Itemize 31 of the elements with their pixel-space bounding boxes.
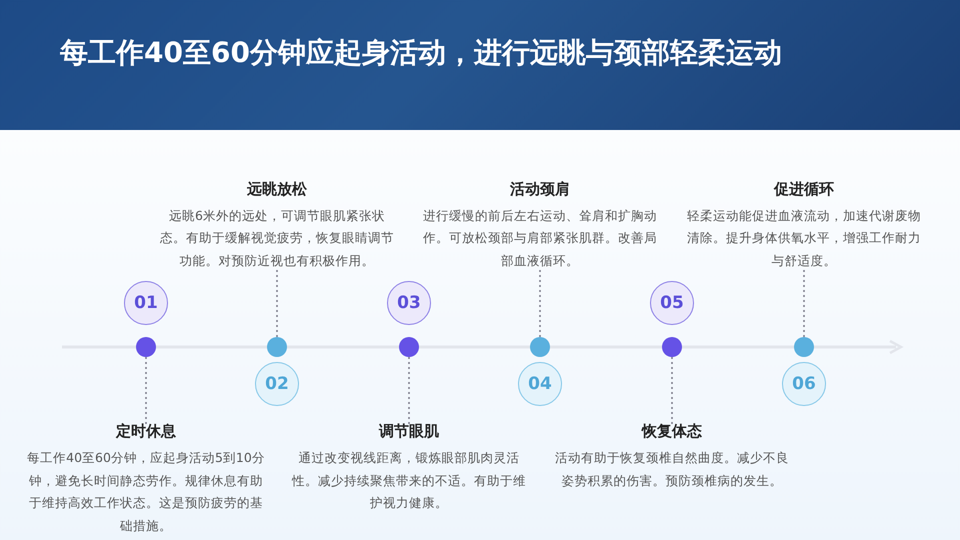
timeline-dot xyxy=(530,337,550,357)
step-number-circle: 06 xyxy=(782,362,826,406)
step-heading: 恢复体态 xyxy=(642,422,702,441)
step-description: 远眺6米外的远处，可调节眼肌紧张状态。有助于缓解视觉疲劳，恢复眼睛调节功能。对预防近视也有积极作用。 xyxy=(159,206,395,270)
dotted-connector xyxy=(671,357,673,424)
dotted-connector xyxy=(408,357,410,424)
dotted-connector xyxy=(539,270,541,337)
step-description: 轻柔运动能促进血液流动，加速代谢废物清除。提升身体供氧水平，增强工作耐力与舒适度。 xyxy=(686,206,922,270)
timeline-dot xyxy=(399,337,419,357)
step-description: 活动有助于恢复颈椎自然曲度。减少不良姿势积累的伤害。预防颈椎病的发生。 xyxy=(554,449,790,490)
step-heading: 活动颈肩 xyxy=(510,180,570,198)
dotted-connector xyxy=(803,270,805,337)
step-heading: 定时休息 xyxy=(116,422,176,441)
timeline-dot xyxy=(267,337,287,357)
step-number-circle: 01 xyxy=(124,281,168,325)
dotted-connector xyxy=(145,357,147,424)
step-number-circle: 02 xyxy=(255,362,299,406)
page-title: 每工作40至60分钟应起身活动，进行远眺与颈部轻柔运动 xyxy=(60,35,782,71)
step-heading: 远眺放松 xyxy=(247,180,307,198)
step-description: 通过改变视线距离，锻炼眼部肌肉灵活性。减少持续聚焦带来的不适。有助于维护视力健康。 xyxy=(290,449,527,512)
step-number-circle: 05 xyxy=(650,281,694,325)
step-heading: 调节眼肌 xyxy=(379,422,439,441)
dotted-connector xyxy=(276,270,278,337)
step-number-circle: 03 xyxy=(387,281,431,325)
timeline-dot xyxy=(662,337,682,357)
timeline-dot xyxy=(136,337,156,357)
step-heading: 促进循环 xyxy=(774,180,834,198)
step-number-circle: 04 xyxy=(518,362,562,406)
timeline-dot xyxy=(794,337,814,357)
step-description: 进行缓慢的前后左右运动、耸肩和扩胸动作。可放松颈部与肩部紧张肌群。改善局部血液循环。 xyxy=(422,206,658,270)
step-description: 每工作40至60分钟，应起身活动5到10分钟，避免长时间静态劳作。规律休息有助于维持高效工作状态。这是预防疲劳的基础措施。 xyxy=(26,449,266,534)
